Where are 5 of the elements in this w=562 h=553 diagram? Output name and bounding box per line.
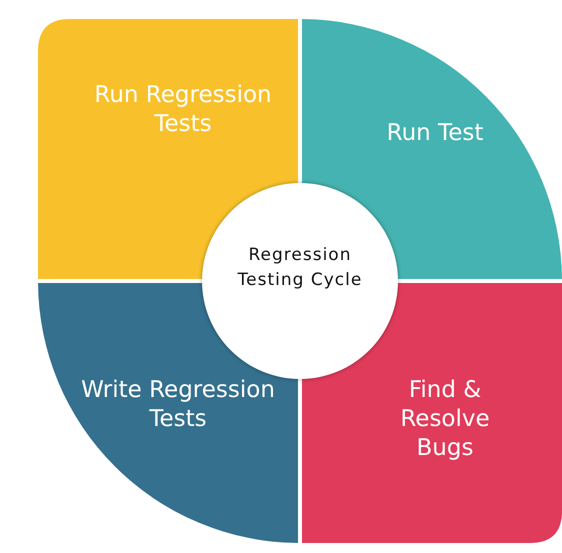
segment-label: Write Regression Tests — [80, 376, 276, 434]
segment-label: Run Regression Tests — [93, 81, 273, 139]
center-label: Regression Testing Cycle — [236, 244, 364, 292]
segment-label: Find & Resolve Bugs — [399, 376, 491, 463]
segment-label: Run Test — [386, 119, 484, 148]
